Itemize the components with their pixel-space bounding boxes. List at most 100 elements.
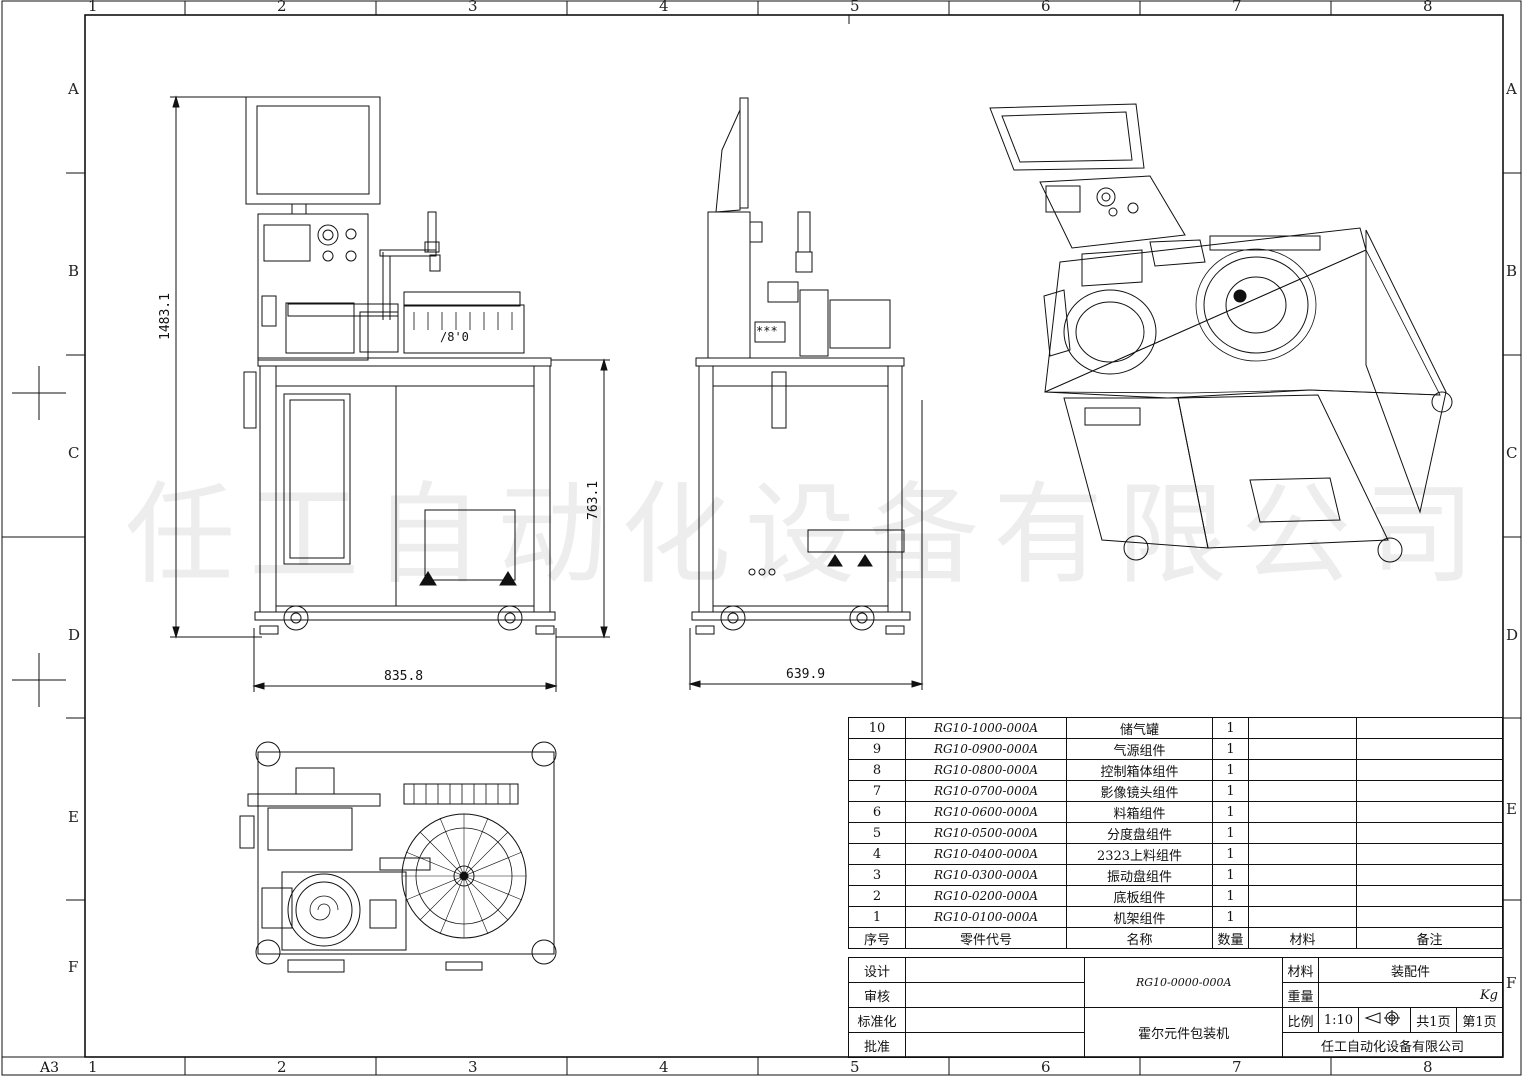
bom-row-remark xyxy=(1356,864,1503,886)
bom-row-code: RG10-0400-000A xyxy=(905,843,1067,865)
bom-row-material xyxy=(1248,864,1357,886)
zone-col-5-bottom: 5 xyxy=(850,1058,860,1076)
bom-row-material xyxy=(1248,843,1357,865)
bom-row-qty: 1 xyxy=(1212,801,1249,823)
bom-row-remark xyxy=(1356,759,1503,781)
bom-row-qty: 1 xyxy=(1212,822,1249,844)
zone-row-a-right: A xyxy=(1506,80,1517,98)
bom-row-material xyxy=(1248,738,1357,760)
zone-col-7-top: 7 xyxy=(1232,0,1242,15)
material-label: 材料 xyxy=(1282,957,1319,983)
zone-col-6-top: 6 xyxy=(1041,0,1051,15)
bom-row-qty: 1 xyxy=(1212,843,1249,865)
bom-row-code: RG10-0100-000A xyxy=(905,906,1067,928)
zone-row-d-left: D xyxy=(68,626,81,644)
side-mark: *** xyxy=(756,324,778,338)
zone-col-3-top: 3 xyxy=(468,0,478,15)
zone-row-d-right: D xyxy=(1506,626,1519,644)
sheets-total: 共1页 xyxy=(1409,1007,1457,1033)
bom-row-material xyxy=(1248,717,1357,739)
approve-value xyxy=(904,1032,1086,1058)
bom-row-remark xyxy=(1356,906,1503,928)
bom-row-code: RG10-0200-000A xyxy=(905,885,1067,907)
bom-row-code: RG10-0500-000A xyxy=(905,822,1067,844)
side-view xyxy=(688,97,924,690)
projection-symbol xyxy=(1357,1007,1411,1033)
bom-row-code: RG10-1000-000A xyxy=(905,717,1067,739)
bom-row-code: RG10-0300-000A xyxy=(905,864,1067,886)
bom-row-material xyxy=(1248,906,1357,928)
zone-col-5-top: 5 xyxy=(850,0,860,15)
bom-row-no: 6 xyxy=(848,801,906,823)
bom-row-remark xyxy=(1356,780,1503,802)
weight-unit: Kg xyxy=(1317,982,1504,1008)
bom-row-remark xyxy=(1356,717,1503,739)
isometric-view xyxy=(989,103,1453,563)
bom-row-name: 机架组件 xyxy=(1066,906,1213,928)
bom-row-no: 10 xyxy=(848,717,906,739)
bom-header-no: 序号 xyxy=(848,927,906,949)
review-value xyxy=(904,982,1086,1008)
bom-header-row: 序号 零件代号 名称 数量 材料 备注 xyxy=(848,927,1503,949)
sheet-number: 第1页 xyxy=(1455,1007,1504,1033)
title-block: 设计 RG10-0000-000A 材料 装配件 审核 重量 Kg 标准化 霍尔… xyxy=(848,957,1504,1058)
bom-row-no: 3 xyxy=(848,864,906,886)
dim-side-width: 639.9 xyxy=(786,667,826,682)
standard-value xyxy=(904,1007,1086,1033)
zone-col-4-top: 4 xyxy=(659,0,669,15)
zone-col-2-top: 2 xyxy=(277,0,287,15)
bom-row-qty: 1 xyxy=(1212,759,1249,781)
bom-row-name: 振动盘组件 xyxy=(1066,864,1213,886)
bom-row-code: RG10-0800-000A xyxy=(905,759,1067,781)
design-value xyxy=(904,957,1086,983)
bom-row-name: 影像镜头组件 xyxy=(1066,780,1213,802)
zone-row-c-right: C xyxy=(1506,444,1518,462)
bom-row-no: 5 xyxy=(848,822,906,844)
bom-row-material xyxy=(1248,885,1357,907)
zone-col-8-bottom: 8 xyxy=(1423,1058,1433,1076)
bom-row-code: RG10-0600-000A xyxy=(905,801,1067,823)
bom-row-code: RG10-0900-000A xyxy=(905,738,1067,760)
standard-label: 标准化 xyxy=(848,1007,906,1033)
bom-row-material xyxy=(1248,780,1357,802)
review-label: 审核 xyxy=(848,982,906,1008)
bom-row-code: RG10-0700-000A xyxy=(905,780,1067,802)
zone-row-c-left: C xyxy=(68,444,80,462)
zone-row-a-left: A xyxy=(68,80,79,98)
zone-col-1-bottom: 1 xyxy=(88,1058,98,1076)
dim-front-width: 835.8 xyxy=(384,669,424,684)
zone-col-3-bottom: 3 xyxy=(468,1058,478,1076)
bom-row-qty: 1 xyxy=(1212,738,1249,760)
drawing-number: RG10-0000-000A xyxy=(1084,957,1283,1008)
panel-mark: /8'0 xyxy=(440,330,469,344)
bom-row-qty: 1 xyxy=(1212,885,1249,907)
bom-header-material: 材料 xyxy=(1248,927,1357,949)
bom-row-qty: 1 xyxy=(1212,864,1249,886)
bom-row-remark xyxy=(1356,738,1503,760)
bom-header-remark: 备注 xyxy=(1356,927,1503,949)
top-view xyxy=(239,741,557,973)
watermark: 任工自动化设备有限公司 xyxy=(125,471,1489,599)
bom-row-name: 储气罐 xyxy=(1066,717,1213,739)
zone-row-b-right: B xyxy=(1506,262,1518,280)
zone-row-f-left: F xyxy=(68,958,79,976)
company-name: 任工自动化设备有限公司 xyxy=(1282,1032,1503,1058)
scale-label: 比例 xyxy=(1282,1007,1319,1033)
bom-row-qty: 1 xyxy=(1212,780,1249,802)
zone-col-4-bottom: 4 xyxy=(659,1058,669,1076)
projection-symbol-icon xyxy=(1364,1010,1401,1026)
bom-row-remark xyxy=(1356,843,1503,865)
bom-header-code: 零件代号 xyxy=(905,927,1067,949)
zone-col-2-bottom: 2 xyxy=(277,1058,287,1076)
weight-label: 重量 xyxy=(1282,982,1319,1008)
